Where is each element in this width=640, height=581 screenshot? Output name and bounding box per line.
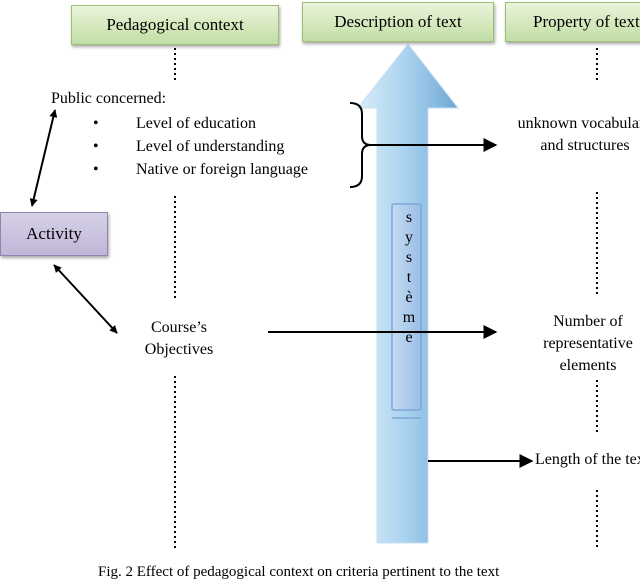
public-concerned-title: Public concerned: [51,90,167,107]
activity-box: Activity [0,212,108,256]
curly-brace [349,102,372,188]
header-property-of-text: Property of text [505,2,640,42]
systeme-letter: è [405,289,413,306]
vocab-line-2: and structures [540,137,630,154]
vocab-line-1: unknown vocabulary [517,115,640,132]
header-pedagogical-label: Pedagogical context [106,15,244,34]
systeme-letter: s [405,249,413,266]
number-line-2: representative [543,335,633,352]
property-length-label: Length of the text [535,451,640,468]
systeme-letter: m [402,309,416,326]
systeme-letter: y [405,229,413,246]
systeme-bar [391,203,422,411]
arrow-activity-objectives [53,264,118,334]
header-description-label: Description of text [334,12,462,31]
objectives-line-1: Course’s [151,319,207,336]
objectives-line-2: Objectives [144,341,214,358]
course-objectives-label: Course’s Objectives [128,317,230,361]
bullet-level-understanding: Level of understanding [90,135,308,158]
systeme-vertical-text: s y s t è m e [398,208,420,348]
number-line-3: elements [559,357,617,374]
header-property-label: Property of text [533,12,640,31]
arrow-public-activity [29,109,58,207]
number-line-1: Number of [553,313,623,330]
systeme-letter: s [405,209,413,226]
header-pedagogical-context: Pedagogical context [71,5,279,45]
systeme-letter: t [406,269,412,286]
systeme-letter: e [405,329,413,346]
property-number-label: Number of representative elements [520,311,640,377]
activity-label: Activity [26,224,82,243]
figure-caption: Fig. 2 Effect of pedagogical context on … [98,564,500,580]
header-description-of-text: Description of text [302,2,494,42]
bullet-language: Native or foreign language [90,158,308,181]
dotted-lines [174,48,598,548]
bullet-level-education: Level of education [90,112,308,135]
property-vocab-label: unknown vocabulary and structures [500,113,640,157]
public-bullet-list: Level of education Level of understandin… [90,112,308,181]
